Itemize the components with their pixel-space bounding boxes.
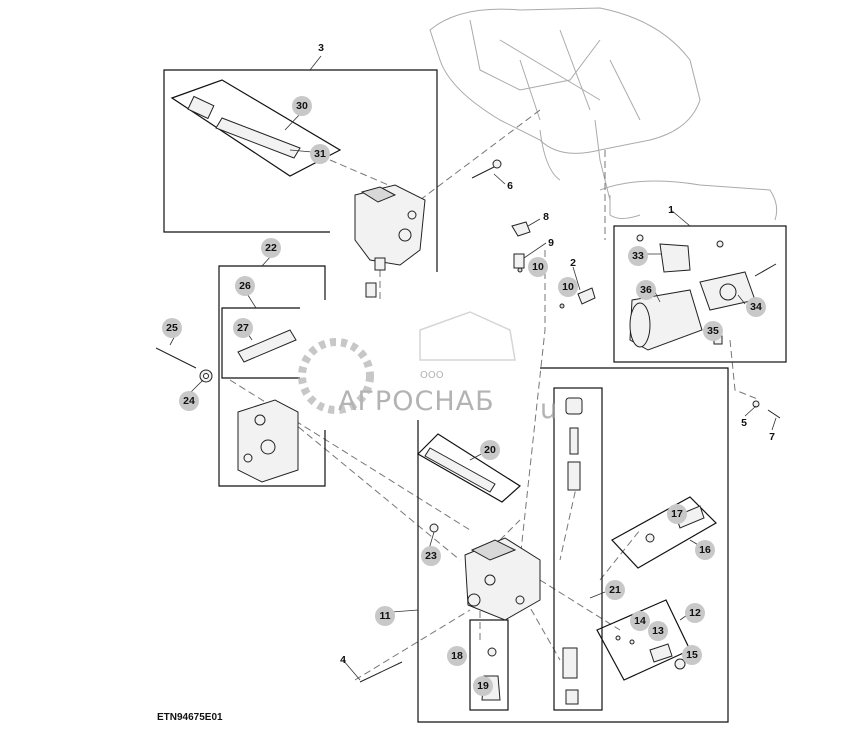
- svg-text:9: 9: [548, 237, 554, 249]
- callout-16: 16: [695, 540, 715, 560]
- svg-text:1: 1: [668, 204, 674, 216]
- svg-text:31: 31: [314, 148, 326, 160]
- label-3: 3: [318, 42, 324, 54]
- callout-11: 11: [375, 606, 395, 626]
- svg-text:15: 15: [686, 649, 698, 661]
- svg-text:36: 36: [640, 284, 652, 296]
- svg-text:14: 14: [634, 615, 646, 627]
- callout-10a: 10: [528, 257, 548, 277]
- callout-21: 21: [605, 580, 625, 600]
- svg-text:30: 30: [296, 100, 308, 112]
- svg-text:3: 3: [318, 42, 324, 54]
- callout-17: 17: [667, 504, 687, 524]
- callout-35: 35: [703, 321, 723, 341]
- group-box-16: [611, 496, 717, 569]
- label-2: 2: [570, 257, 576, 269]
- svg-text:34: 34: [750, 301, 762, 313]
- callout-12: 12: [685, 603, 705, 623]
- callout-20: 20: [480, 440, 500, 460]
- callout-14: 14: [630, 611, 650, 631]
- svg-text:26: 26: [239, 280, 251, 292]
- svg-text:11: 11: [379, 610, 390, 622]
- callout-33: 33: [628, 246, 648, 266]
- callout-10b: 10: [558, 277, 578, 297]
- callout-22: 22: [261, 238, 281, 258]
- svg-text:22: 22: [265, 242, 277, 254]
- svg-text:10: 10: [532, 261, 544, 273]
- label-7: 7: [769, 431, 775, 443]
- svg-text:21: 21: [609, 584, 621, 596]
- group-box-22: [218, 265, 326, 487]
- label-5: 5: [741, 417, 747, 429]
- group-box-3: [163, 69, 438, 272]
- svg-text:16: 16: [699, 544, 711, 556]
- group-box-18: [469, 619, 509, 711]
- watermark-prefix: ООО: [420, 370, 444, 381]
- figure-reference-code: ETN94675E01: [157, 712, 223, 723]
- watermark-name: АГРОСНАБ: [338, 386, 495, 417]
- group-box-1: [613, 225, 787, 363]
- label-9: 9: [548, 237, 554, 249]
- callout-19: 19: [473, 676, 493, 696]
- svg-text:33: 33: [632, 250, 644, 262]
- svg-text:20: 20: [484, 444, 496, 456]
- label-6: 6: [507, 180, 513, 192]
- label-4: 4: [340, 654, 346, 666]
- svg-text:2: 2: [570, 257, 576, 269]
- parts: [155, 95, 781, 705]
- svg-text:19: 19: [477, 680, 489, 692]
- callout-24: 24: [179, 391, 199, 411]
- label-8: 8: [543, 211, 549, 223]
- group-boxes: [163, 69, 787, 723]
- svg-text:18: 18: [451, 650, 463, 662]
- svg-text:12: 12: [689, 607, 701, 619]
- svg-text:5: 5: [741, 417, 747, 429]
- group-box-11: [417, 367, 729, 723]
- svg-text:6: 6: [507, 180, 513, 192]
- callout-18: 18: [447, 646, 467, 666]
- svg-text:24: 24: [183, 395, 195, 407]
- watermark-logo: ООО АГРОСНАБ u: [298, 311, 558, 425]
- svg-text:35: 35: [707, 325, 719, 337]
- callout-31: 31: [310, 144, 330, 164]
- callout-23: 23: [421, 546, 441, 566]
- callout-26: 26: [235, 276, 255, 296]
- svg-text:13: 13: [652, 625, 664, 637]
- callout-36: 36: [636, 280, 656, 300]
- callout-27: 27: [233, 318, 253, 338]
- group-box-30-31: [170, 79, 342, 177]
- svg-text:10: 10: [562, 281, 574, 293]
- svg-text:4: 4: [340, 654, 346, 666]
- callout-25: 25: [162, 318, 182, 338]
- svg-text:25: 25: [166, 322, 178, 334]
- valve-body-3: [354, 184, 426, 266]
- group-box-20: [417, 433, 521, 503]
- label-1: 1: [668, 204, 674, 216]
- group-box-21: [553, 387, 603, 711]
- callout-15: 15: [682, 645, 702, 665]
- svg-text:8: 8: [543, 211, 549, 223]
- callout-13: 13: [648, 621, 668, 641]
- svg-text:27: 27: [237, 322, 249, 334]
- callout-30: 30: [292, 96, 312, 116]
- svg-text:7: 7: [769, 431, 775, 443]
- group-box-26: [221, 307, 300, 379]
- engine-frame-background: [429, 7, 778, 221]
- svg-text:17: 17: [671, 508, 683, 520]
- svg-text:u: u: [540, 394, 558, 425]
- callout-34: 34: [746, 297, 766, 317]
- svg-text:23: 23: [425, 550, 437, 562]
